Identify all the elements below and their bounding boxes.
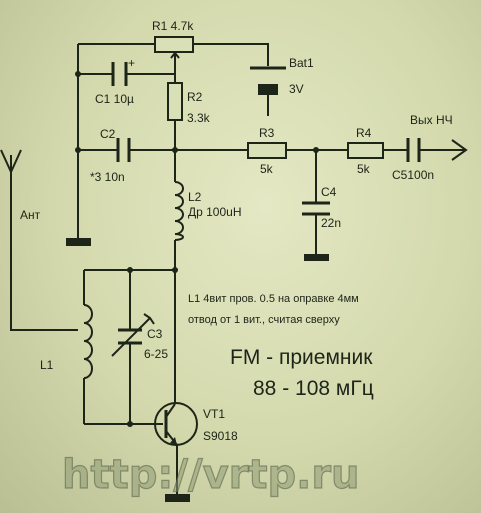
c5-label: C5100n	[392, 168, 434, 182]
inductor-l1	[83, 304, 93, 379]
title: FM - приемник	[230, 346, 373, 369]
r4-value: 5k	[357, 162, 371, 176]
resistor-r4	[347, 142, 384, 159]
bat1-label: Bat1	[289, 56, 314, 70]
resistor-r2	[167, 82, 183, 121]
note-line-2: отвод от 1 вит., считая сверху	[188, 314, 340, 326]
c4-label: C4	[321, 185, 337, 199]
bat1-voltage: 3V	[289, 82, 304, 96]
ground-c4	[304, 254, 329, 261]
capacitor-c1	[111, 62, 128, 86]
c3-label: C3	[147, 327, 163, 341]
r2-label: R2	[187, 90, 203, 104]
l1-label: L1	[40, 358, 54, 372]
vt1-value: S9018	[203, 429, 238, 443]
ground-emitter	[165, 494, 190, 502]
c1-polarity: +	[128, 56, 135, 70]
frequency-range: 88 - 108 мГц	[253, 377, 374, 400]
wires	[10, 43, 468, 494]
inductor-l2	[174, 181, 184, 241]
capacitor-c5	[406, 138, 421, 162]
r3-label: R3	[259, 126, 275, 140]
r2-value: 3.3k	[187, 111, 211, 125]
resistor-r3	[247, 142, 287, 159]
l2-label: L2	[188, 190, 202, 204]
ground-left	[66, 238, 91, 246]
antenna-icon	[0, 149, 22, 173]
output-label: Вых НЧ	[410, 113, 453, 127]
c1-label: C1 10µ	[95, 92, 134, 106]
c2-value: *3 10n	[90, 170, 125, 184]
battery-bat1	[250, 66, 286, 95]
transistor-vt1	[154, 392, 198, 446]
vt1-label: VT1	[203, 407, 225, 421]
capacitor-c2	[116, 138, 131, 162]
antenna-label: Ант	[20, 208, 41, 222]
r3-value: 5k	[260, 162, 274, 176]
watermark-url: http://vrtp.ru	[62, 452, 360, 498]
r1-potentiometer	[154, 36, 194, 60]
trimmer-capacitor-c3	[111, 313, 155, 357]
l2-value: Др 100uH	[188, 205, 242, 219]
junction-dots	[75, 71, 319, 427]
r4-label: R4	[356, 126, 372, 140]
c2-label: C2	[100, 127, 116, 141]
c3-value: 6-25	[144, 347, 168, 361]
capacitor-c4	[302, 201, 330, 216]
r1-label: R1 4.7k	[152, 19, 194, 33]
c4-value: 22n	[321, 216, 341, 230]
note-line-1: L1 4вит пров. 0.5 на оправке 4мм	[188, 293, 359, 305]
